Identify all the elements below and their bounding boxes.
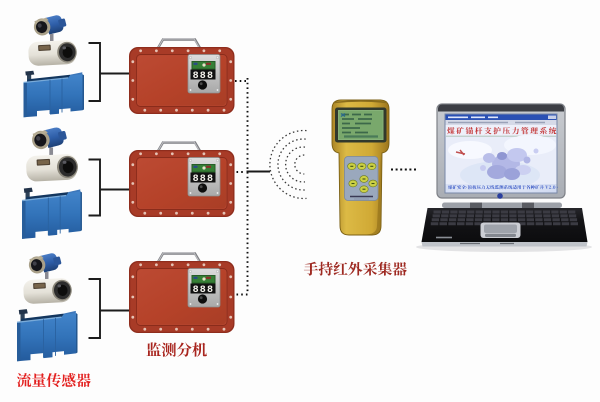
svg-text:8: 8 (200, 174, 206, 185)
svg-text:8: 8 (207, 71, 213, 82)
svg-text:8: 8 (200, 285, 206, 296)
svg-text:8: 8 (200, 71, 206, 82)
svg-text:8: 8 (193, 285, 199, 296)
svg-text:8: 8 (193, 174, 199, 185)
svg-text:8: 8 (207, 285, 213, 296)
svg-text:8: 8 (193, 71, 199, 82)
svg-text:8: 8 (207, 174, 213, 185)
